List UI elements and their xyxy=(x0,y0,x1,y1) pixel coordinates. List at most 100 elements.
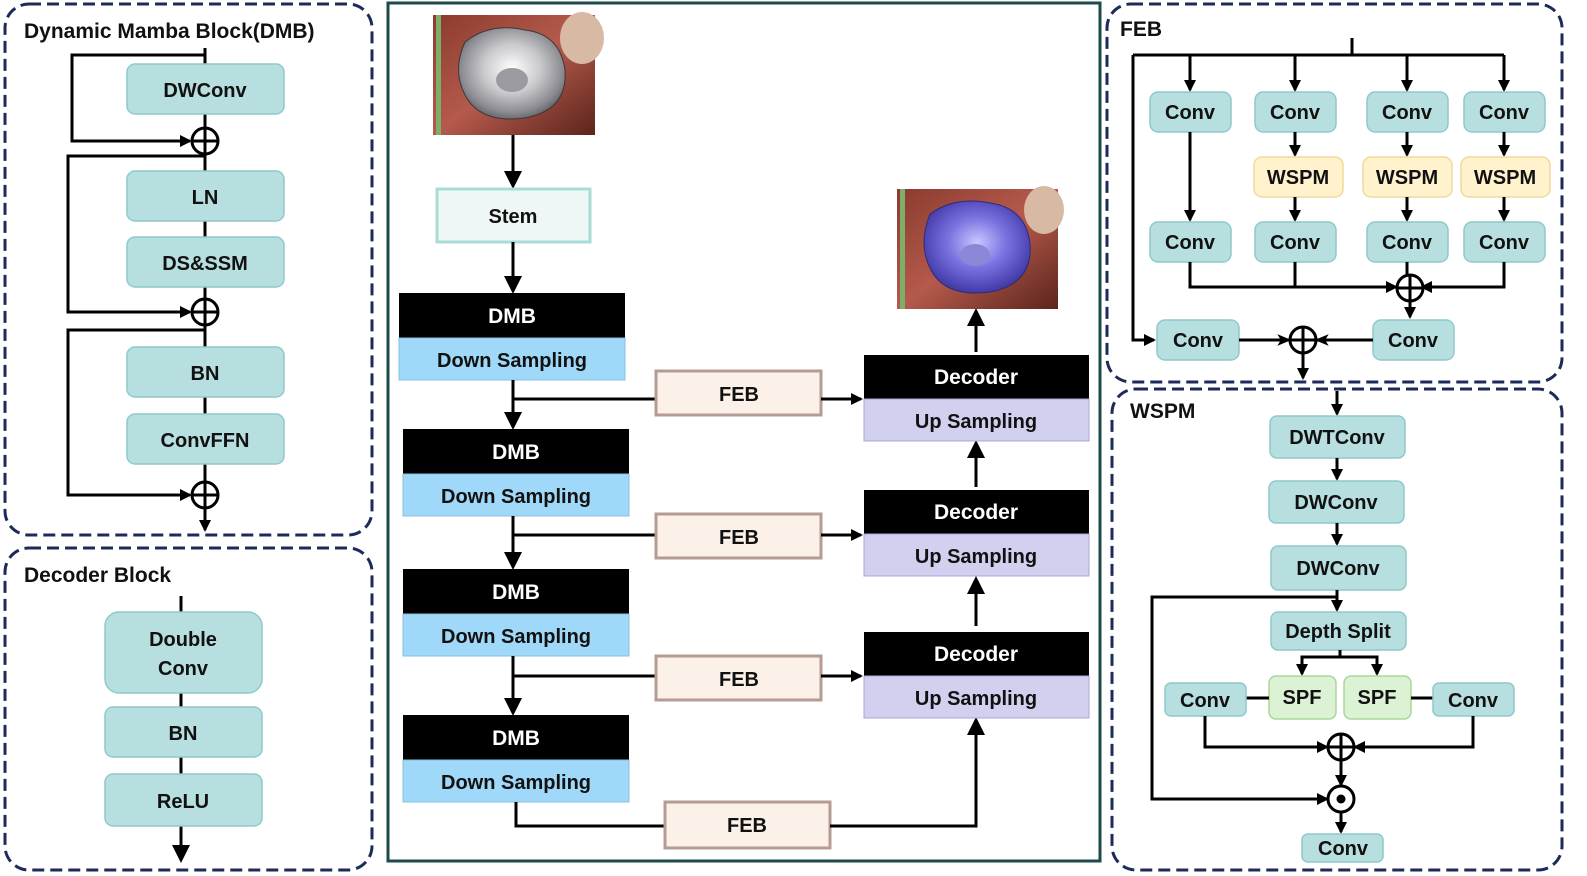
multiply-icon xyxy=(1326,784,1356,814)
wspm-panel: WSPM DWTConv DWConv DWConv Depth Split S… xyxy=(1110,387,1564,872)
down-sampling-label-1: Down Sampling xyxy=(437,350,587,372)
dmb-ds-ssm-label: DS&SSM xyxy=(162,253,248,275)
dmb-convffn-block xyxy=(126,413,285,465)
add-icon xyxy=(190,480,220,510)
dmb-bn-label: BN xyxy=(191,363,220,385)
feb-block-3 xyxy=(654,654,823,702)
feb-conv-label: Conv xyxy=(1382,102,1433,124)
dmb-skip-connection xyxy=(66,154,205,318)
decoder-block-3 xyxy=(864,632,1089,676)
decoder-label-2: Decoder xyxy=(934,501,1018,524)
feb-block-4 xyxy=(663,800,832,850)
decoder-block-2 xyxy=(864,490,1089,534)
feb-conv-label: Conv xyxy=(1165,102,1216,124)
dmb-ln-label: LN xyxy=(192,187,219,209)
dmb-label-1: DMB xyxy=(488,305,536,328)
up-sampling-label-2: Up Sampling xyxy=(915,546,1037,568)
dmb-panel: Dynamic Mamba Block(DMB) DWConv LN DS&SS… xyxy=(3,2,374,537)
dmb-skip-connection xyxy=(70,53,205,147)
feb-conv-label: Conv xyxy=(1382,232,1433,254)
feb-conv-label: Conv xyxy=(1270,232,1321,254)
wspm-merge-arrow xyxy=(1353,716,1475,753)
feb-conv-label: Conv xyxy=(1165,232,1216,254)
dmb-label-4: DMB xyxy=(492,727,540,750)
feb-shortcut-arrow xyxy=(1131,55,1156,346)
output-segmentation-image xyxy=(897,186,1064,309)
dmb-block-2 xyxy=(403,429,629,474)
dmb-skip-connection xyxy=(66,328,205,501)
down-sampling-label-3: Down Sampling xyxy=(441,626,591,648)
feb-panel-title: FEB xyxy=(1120,18,1162,41)
skip-line-4 xyxy=(514,802,665,828)
dmb-bn-block xyxy=(126,346,285,398)
relu-block xyxy=(104,773,263,827)
dmb-dwconv-label: DWConv xyxy=(163,80,247,102)
up-sampling-3 xyxy=(863,675,1090,719)
dmb-panel-title: Dynamic Mamba Block(DMB) xyxy=(24,20,315,43)
feb-label-3: FEB xyxy=(719,669,759,691)
wspm-panel-title: WSPM xyxy=(1130,400,1195,423)
up-sampling-1 xyxy=(863,398,1090,442)
up-sampling-label-1: Up Sampling xyxy=(915,411,1037,433)
double-conv-label-line2: Conv xyxy=(158,658,209,680)
decoder-block-panel: Decoder Block Double Conv BN ReLU xyxy=(3,546,374,872)
decoder-block-1 xyxy=(864,355,1089,399)
feb-panel: FEB Conv Conv Conv Conv WSPM WSPM WSPM xyxy=(1105,2,1564,384)
decoder-label-1: Decoder xyxy=(934,366,1018,389)
feb-wspm-label: WSPM xyxy=(1474,167,1536,189)
wspm-dwconv-label-2: DWConv xyxy=(1296,558,1380,580)
feb-wspm-label: WSPM xyxy=(1267,167,1329,189)
depth-split-label: Depth Split xyxy=(1285,621,1391,643)
main-network-panel: Stem DMB Down Sampling DMB Down Sampling… xyxy=(386,1,1102,863)
down-sampling-4 xyxy=(402,759,630,803)
decoder-panel-border xyxy=(3,546,374,872)
feb-label-2: FEB xyxy=(719,527,759,549)
wspm-residual-arrow xyxy=(1150,595,1337,805)
dmb-panel-border xyxy=(3,2,374,537)
down-sampling-label-4: Down Sampling xyxy=(441,772,591,794)
wspm-panel-border xyxy=(1110,387,1564,872)
dmb-dwconv-block xyxy=(126,63,285,115)
wspm-conv-output-label: Conv xyxy=(1318,838,1369,860)
spf-label-1: SPF xyxy=(1283,687,1322,709)
double-conv-label-line1: Double xyxy=(149,629,217,651)
dmb-block-4 xyxy=(403,715,629,760)
decoder-panel-title: Decoder Block xyxy=(24,564,171,587)
add-icon xyxy=(190,126,220,156)
wspm-split-arrow xyxy=(1296,650,1342,676)
feb-conv-label: Conv xyxy=(1479,102,1530,124)
dmb-ln-block xyxy=(126,170,285,222)
feb-conv-label: Conv xyxy=(1479,232,1530,254)
wspm-conv-output xyxy=(1301,833,1384,863)
feb-label-1: FEB xyxy=(719,384,759,406)
wspm-dwconv-label-1: DWConv xyxy=(1294,492,1378,514)
wspm-conv-left-label: Conv xyxy=(1180,690,1231,712)
feb-to-decoder-arrow-4 xyxy=(830,717,985,828)
add-icon xyxy=(1395,273,1425,303)
dmb-label-2: DMB xyxy=(492,441,540,464)
feb-panel-border xyxy=(1105,2,1564,384)
wspm-conv-right-label: Conv xyxy=(1448,690,1499,712)
add-icon xyxy=(1288,325,1318,355)
decoder-bn-block xyxy=(104,706,263,758)
add-icon xyxy=(190,297,220,327)
stem-label: Stem xyxy=(489,206,538,228)
down-sampling-3 xyxy=(402,613,630,657)
spf-label-2: SPF xyxy=(1358,687,1397,709)
main-panel-border xyxy=(386,1,1102,863)
double-conv-block xyxy=(104,611,263,694)
feb-merge-line xyxy=(1420,262,1506,293)
feb-conv-label: Conv xyxy=(1388,330,1439,352)
dmb-block-1 xyxy=(399,293,625,338)
feb-label-4: FEB xyxy=(727,815,767,837)
dmb-block-3 xyxy=(403,569,629,614)
feb-conv-label: Conv xyxy=(1173,330,1224,352)
relu-label: ReLU xyxy=(157,791,209,813)
dmb-convffn-label: ConvFFN xyxy=(161,430,250,452)
stem-block xyxy=(435,187,592,244)
wspm-merge-arrow xyxy=(1203,716,1329,753)
decoder-bn-label: BN xyxy=(169,723,198,745)
feb-block-1 xyxy=(654,369,823,417)
up-sampling-label-3: Up Sampling xyxy=(915,688,1037,710)
